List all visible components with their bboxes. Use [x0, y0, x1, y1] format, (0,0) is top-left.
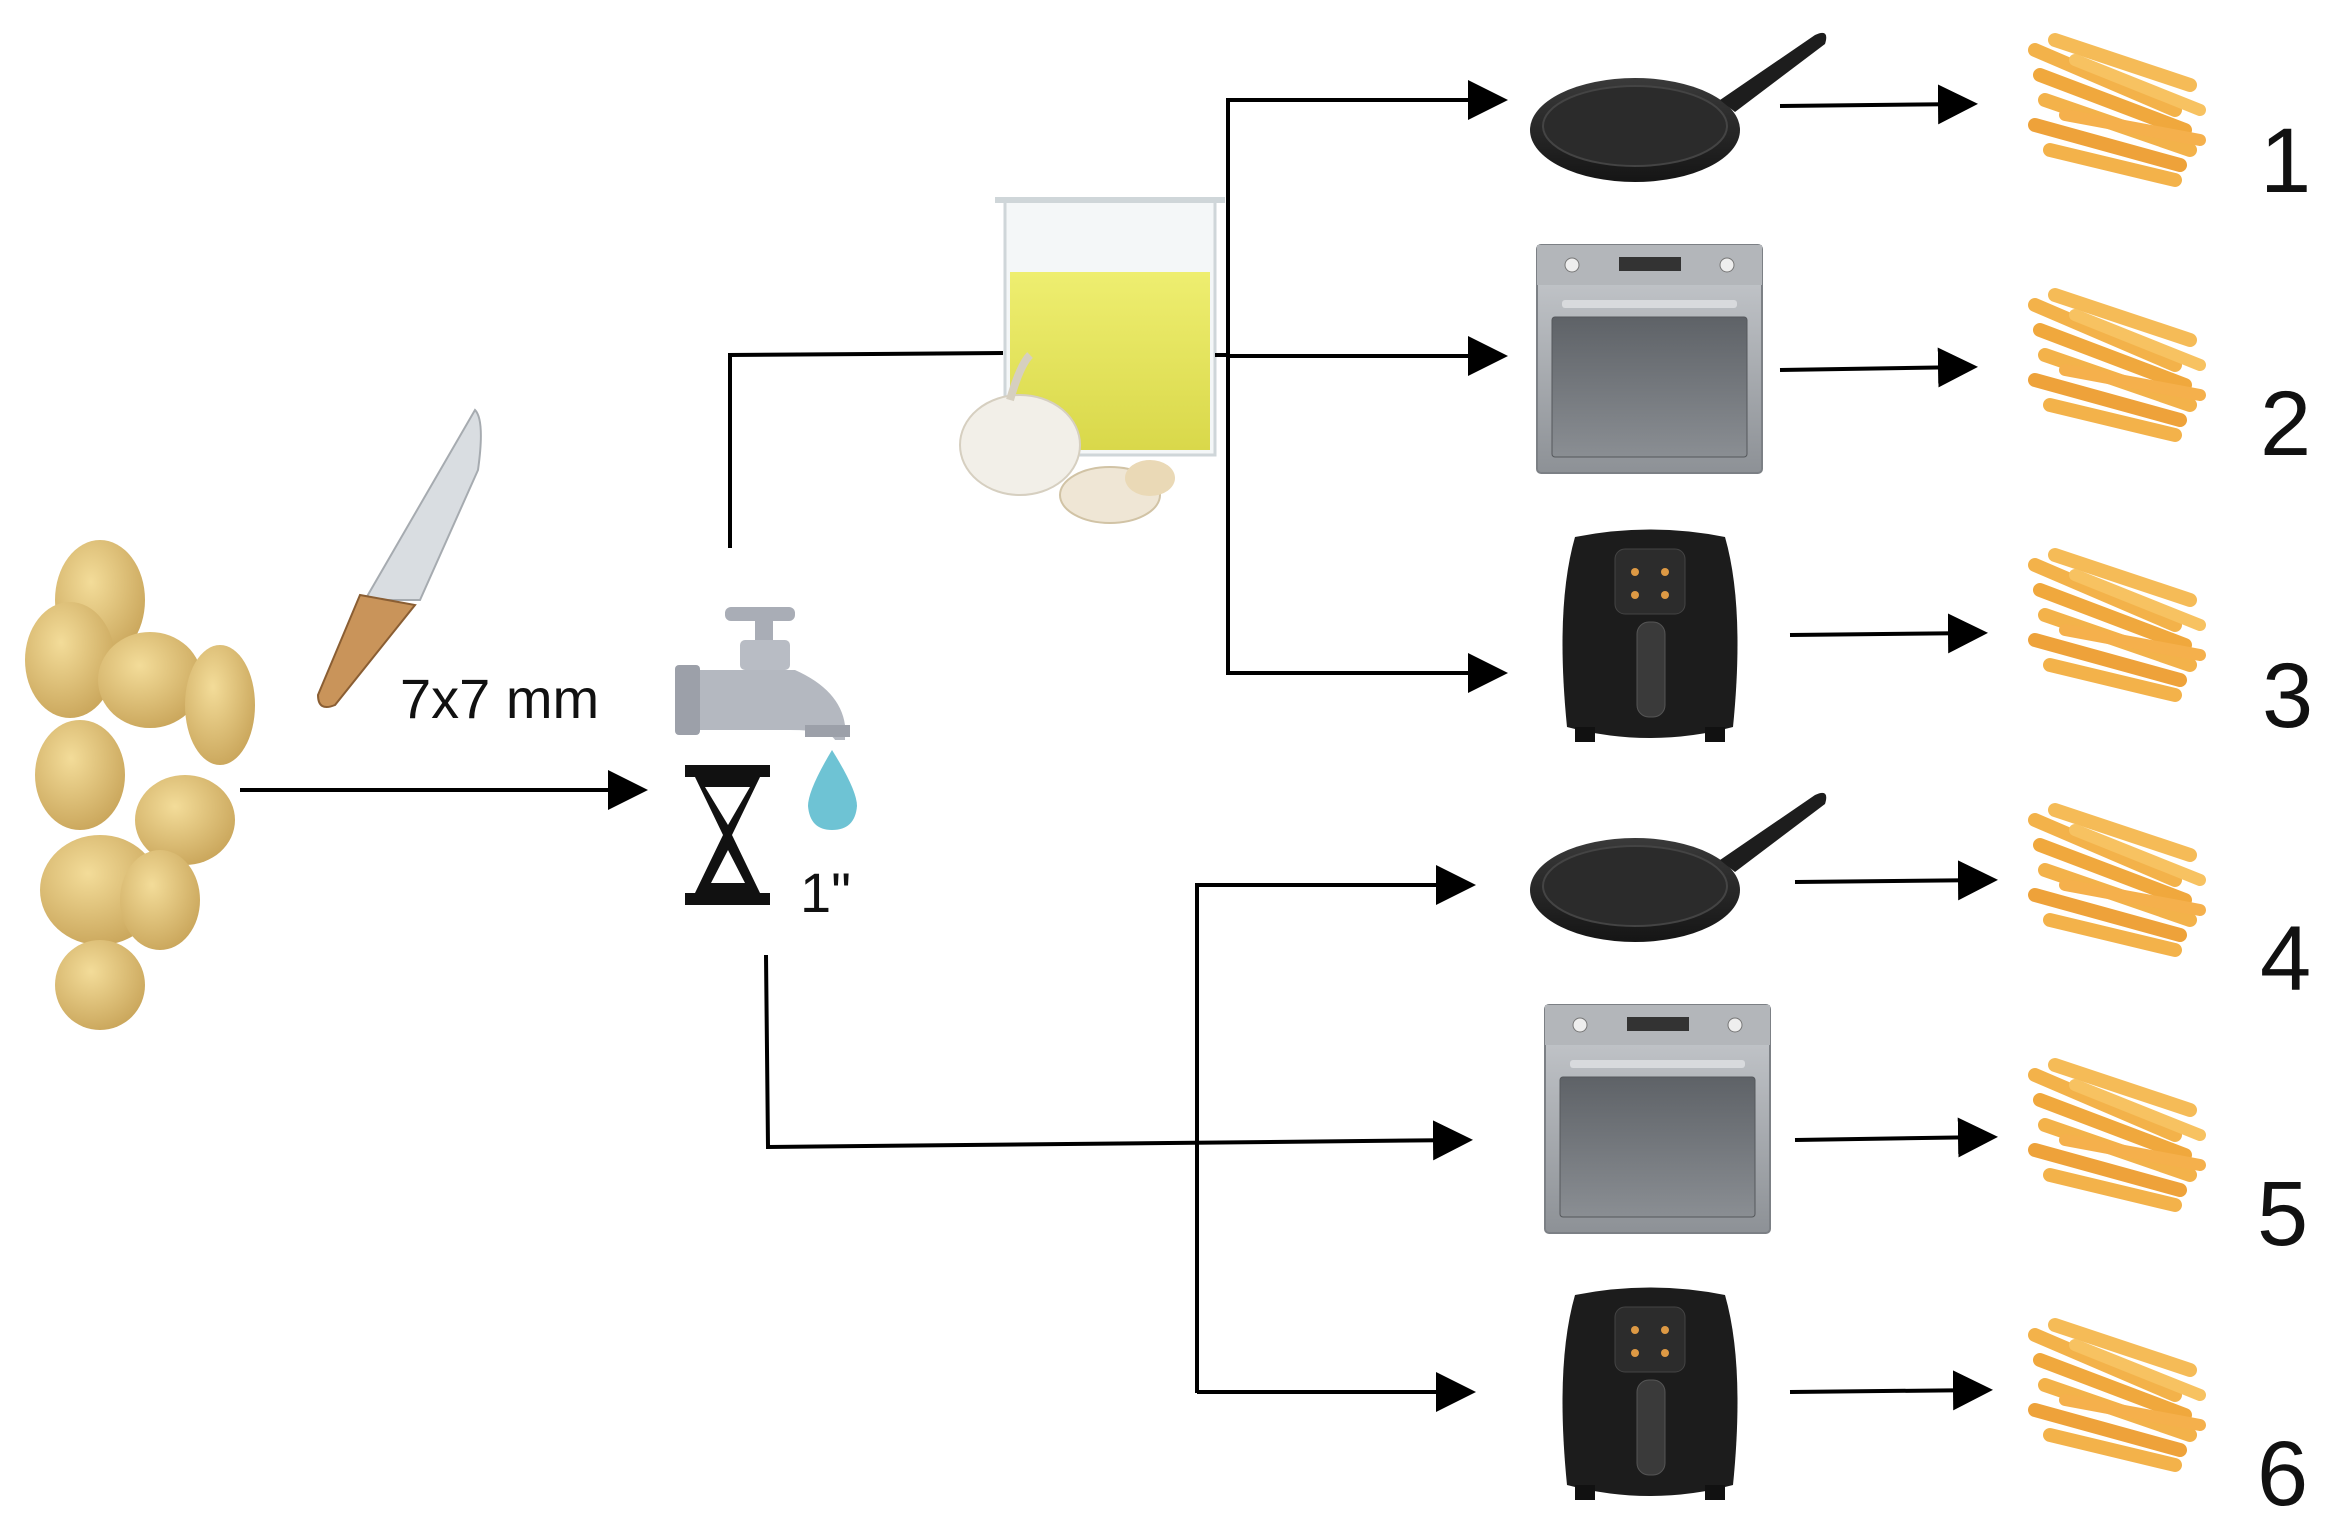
arrow-pan-1-to-fries: [1779, 84, 1978, 125]
water-drop-icon: [808, 750, 857, 830]
output-number: 6: [2257, 1423, 2308, 1520]
air-fryer-icon: [1562, 529, 1738, 743]
cut-size-label: 7x7 mm: [400, 667, 599, 730]
oven-icon: [1544, 1004, 1771, 1234]
french-fries-icon: [2035, 40, 2200, 180]
output-number: 5: [2257, 1163, 2308, 1265]
frying-pan-icon: [1529, 791, 1828, 943]
output-number: 1: [2260, 110, 2311, 212]
french-fries-icon: [2035, 1325, 2200, 1465]
water-tap-icon: [675, 607, 850, 740]
arrow-airfryer-6-to-fries: [1789, 1370, 1993, 1411]
french-fries-icon: [2035, 295, 2200, 435]
output-number: 2: [2260, 373, 2311, 475]
arrow-oven-2-to-fries: [1779, 347, 1978, 388]
hourglass-icon: [685, 765, 770, 905]
french-fries-icon: [2035, 555, 2200, 695]
arrow-oven-5-to-fries: [1794, 1117, 1998, 1158]
oven-icon: [1536, 244, 1763, 474]
potatoes-icon: [25, 540, 255, 1030]
arrow-pan-4-to-fries: [1794, 860, 1998, 901]
arrow-airfryer-3-to-fries: [1789, 613, 1988, 654]
flow-connectors: [240, 80, 1998, 1412]
air-fryer-icon: [1562, 1287, 1738, 1501]
soak-time-label: 1": [800, 861, 851, 924]
line-wash-to-brine: [728, 351, 1004, 548]
output-number: 3: [2262, 645, 2313, 747]
french-fries-icon: [2035, 1065, 2200, 1205]
line-wash-to-control: [764, 954, 1473, 1161]
french-fries-icon: [2035, 810, 2200, 950]
output-number: 4: [2260, 908, 2311, 1010]
knife-icon: [316, 408, 482, 708]
garlic-brine-beaker-icon: [959, 197, 1225, 524]
